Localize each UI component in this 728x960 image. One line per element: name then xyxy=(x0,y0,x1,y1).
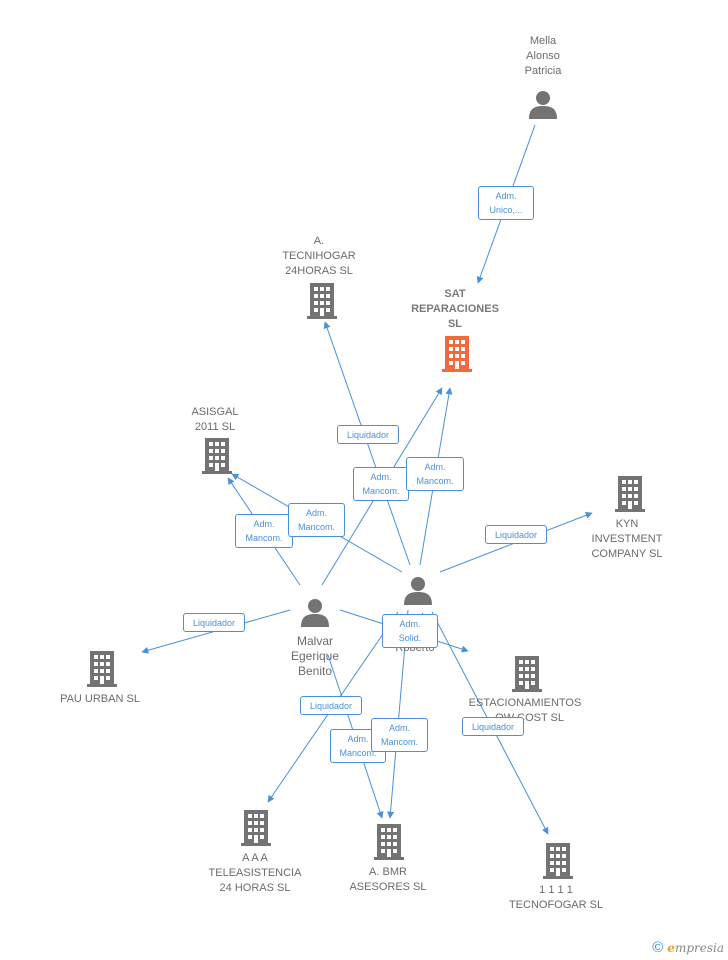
brand-logo[interactable]: empresia xyxy=(667,940,724,955)
edge-label-liquidador[interactable]: Liquidador xyxy=(462,717,524,736)
copyright-icon: © xyxy=(652,939,664,956)
edge-label-liquidador[interactable]: Liquidador xyxy=(300,696,362,715)
edge-label-liquidador[interactable]: Liquidador xyxy=(183,613,245,632)
edge-label-adm-mancom[interactable]: Adm. Mancom. xyxy=(353,467,409,501)
edge-label-adm-mancom[interactable]: Adm. Mancom. xyxy=(235,514,293,548)
node-label-pau[interactable]: PAU URBAN SL xyxy=(60,693,140,705)
edge-label-liquidador[interactable]: Liquidador xyxy=(337,425,399,444)
node-label-sat[interactable]: SAT REPARACIONES SL xyxy=(411,288,499,330)
person-icon[interactable] xyxy=(301,599,329,627)
node-label-kyn[interactable]: KYN INVESTMENT COMPANY SL xyxy=(591,518,663,560)
building-icon[interactable] xyxy=(615,476,645,512)
edge-label-adm-unico[interactable]: Adm. Unico,... xyxy=(478,186,534,220)
node-label-mella[interactable]: Mella Alonso Patricia xyxy=(524,35,562,77)
building-icon[interactable] xyxy=(442,336,472,372)
edge-label-adm-mancom[interactable]: Adm. Mancom. xyxy=(406,457,464,491)
node-label-malvar[interactable]: Malvar Egerique Benito xyxy=(290,634,340,678)
building-icon[interactable] xyxy=(87,651,117,687)
building-icon[interactable] xyxy=(374,824,404,860)
building-icon[interactable] xyxy=(241,810,271,846)
node-label-asisgal[interactable]: ASISGAL 2011 SL xyxy=(191,406,239,433)
node-label-aaa[interactable]: A A A TELEASISTENCIA 24 HORAS SL xyxy=(208,852,302,894)
node-label-estacionamientos[interactable]: ESTACIONAMIENTOS ...OW COST SL xyxy=(468,697,582,724)
edge-label-adm-solid[interactable]: Adm. Solid. xyxy=(382,614,438,648)
edge-label-adm-mancom[interactable]: Adm. Mancom. xyxy=(288,503,345,537)
node-label-tecnofogar[interactable]: 1 1 1 1 TECNOFOGAR SL xyxy=(508,884,604,911)
edge-label-adm-mancom[interactable]: Adm. Mancom. xyxy=(371,718,428,752)
building-icon[interactable] xyxy=(202,438,232,474)
person-icon[interactable] xyxy=(529,91,557,119)
building-icon[interactable] xyxy=(512,656,542,692)
node-label-bmr[interactable]: A. BMR ASESORES SL xyxy=(349,866,427,893)
building-icon[interactable] xyxy=(543,843,573,879)
building-icon[interactable] xyxy=(307,283,337,319)
node-label-tecnihogar[interactable]: A. TECNIHOGAR 24HORAS SL xyxy=(282,235,356,277)
footer-brand: © empresia xyxy=(652,939,724,956)
person-icon[interactable] xyxy=(404,577,432,605)
edge-label-liquidador[interactable]: Liquidador xyxy=(485,525,547,544)
